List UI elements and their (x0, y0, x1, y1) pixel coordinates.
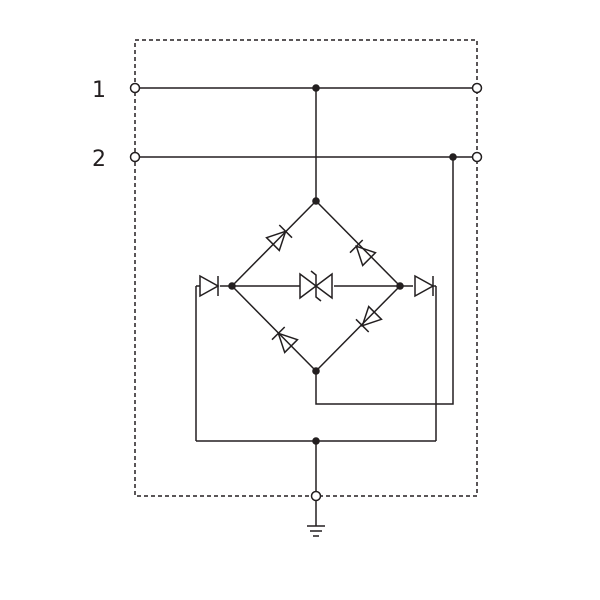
terminal-2-output (471, 151, 483, 163)
diode-bottom-left (271, 326, 299, 354)
bridge-diodes (265, 224, 383, 354)
diode-bottom-right (355, 305, 383, 333)
ground-icon (307, 525, 325, 537)
terminal-2-label: 2 (92, 147, 106, 172)
wiring (139, 87, 473, 526)
bridge-edge-top-left (231, 200, 317, 287)
bridge-edge-bottom-left (231, 285, 317, 372)
junction-node (449, 153, 457, 161)
junction-node (312, 367, 320, 375)
diode-top-left (265, 224, 293, 252)
terminal-1-label: 1 (92, 78, 106, 103)
bridge-edge-bottom-right (315, 285, 401, 372)
enclosure-border (134, 39, 478, 497)
diode-outer-left (196, 274, 220, 298)
ground-terminal (310, 490, 322, 502)
terminal-1-output (471, 82, 483, 94)
junction-node (396, 282, 404, 290)
terminal-2-input (129, 151, 141, 163)
junction-node (312, 197, 320, 205)
outer-diodes (196, 274, 436, 298)
junction-nodes (228, 84, 457, 445)
diode-top-right (349, 239, 377, 267)
tvs-suppressor (299, 270, 333, 302)
junction-node (312, 84, 320, 92)
bridge-edge-top-right (315, 200, 401, 287)
terminals (129, 82, 483, 502)
line-2-return-wire (315, 157, 454, 405)
diode-outer-right (414, 274, 436, 298)
terminal-1-input (129, 82, 141, 94)
junction-node (228, 282, 236, 290)
junction-node (312, 437, 320, 445)
